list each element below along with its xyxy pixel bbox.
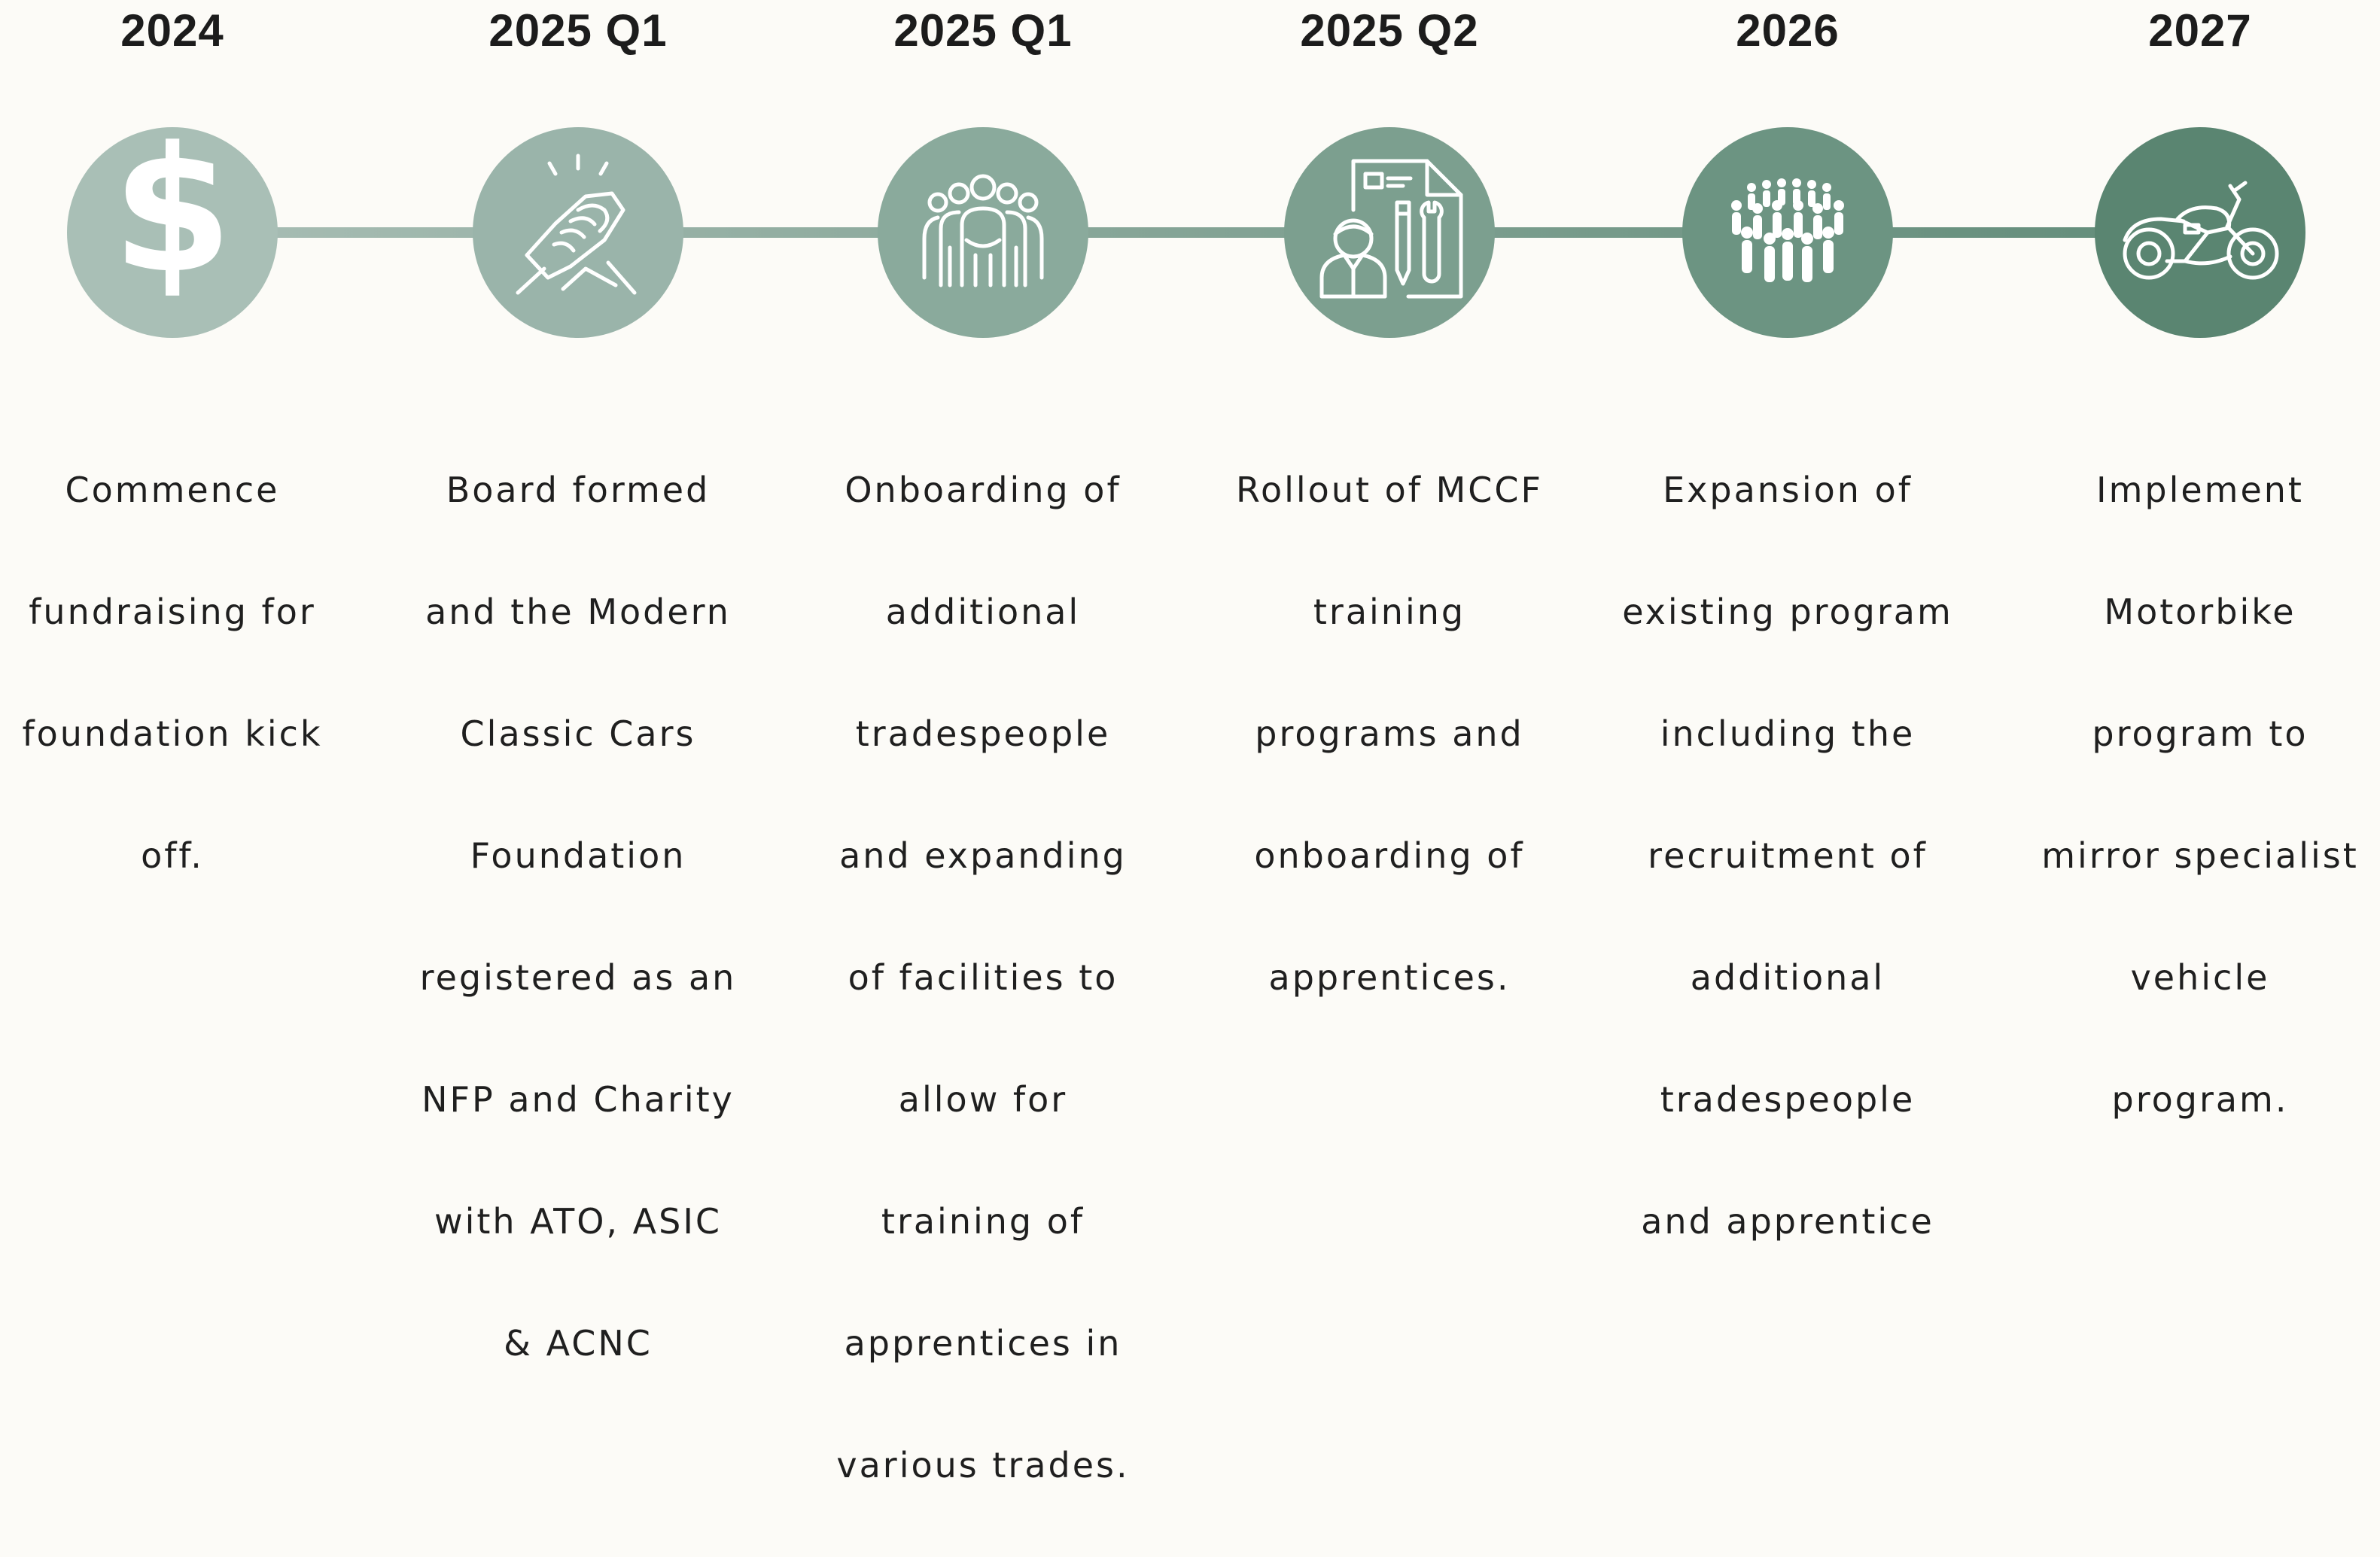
milestone-year: 2025 Q2 (1300, 5, 1479, 56)
milestone-description: Implement Motorbike program to mirror sp… (2041, 470, 2359, 1120)
milestone-circle: $ (67, 127, 278, 338)
team-icon (922, 174, 1044, 287)
milestone-description: Rollout of MCCF training programs and on… (1236, 470, 1543, 998)
milestone-description: Board formed and the Modern Classic Cars… (419, 470, 737, 1364)
motorbike-icon (2123, 181, 2279, 280)
milestone-description: Onboarding of additional tradespeople an… (836, 470, 1130, 1486)
milestone-year: 2027 (2148, 5, 2252, 56)
milestone-year: 2024 (120, 5, 224, 56)
milestone-circle (1284, 127, 1495, 338)
milestone-circle (473, 127, 683, 338)
svg-text:$: $ (112, 127, 233, 312)
handshake-icon (516, 154, 637, 295)
milestone-year: 2025 Q1 (488, 5, 668, 56)
milestone-circle (878, 127, 1088, 338)
milestone-year: 2026 (1736, 5, 1840, 56)
milestone-circle (2095, 127, 2305, 338)
dollar-icon: $ (112, 127, 233, 312)
crowd-icon (1731, 178, 1844, 282)
milestone-description: Commence fundraising for foundation kick… (22, 470, 323, 876)
milestone-description: Expansion of existing program including … (1622, 470, 1953, 1242)
milestone-year: 2025 Q1 (893, 5, 1073, 56)
milestone-circle (1682, 127, 1893, 338)
worker-document-tools-icon (1319, 159, 1463, 299)
